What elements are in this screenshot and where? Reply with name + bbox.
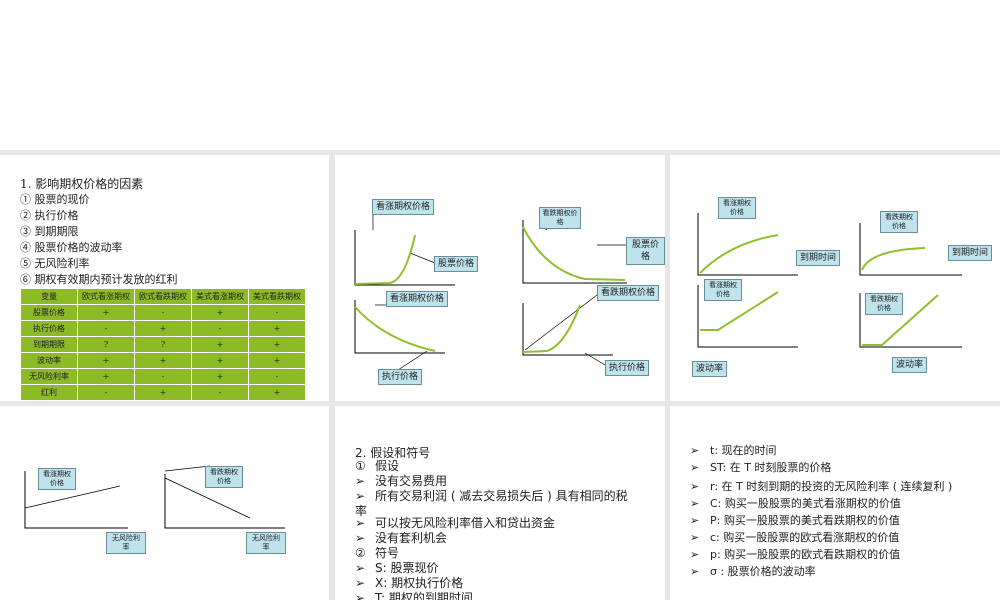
list-item: ➢r: 在 T 时刻到期的投资的无风险利率 ( 连续复利 ) xyxy=(690,480,953,493)
slide-thumbnail-3[interactable]: 看涨期权价格 到期时间 看跌期权价格 到期时间 看涨期权价格 波动率 看跌期权价… xyxy=(670,155,1000,401)
list-item: ➢S: 股票现价 xyxy=(355,561,439,575)
call-price-label: 看涨期权价格 xyxy=(386,291,449,307)
table-cell: 无风险利率 xyxy=(20,368,78,385)
table-cell: + xyxy=(77,352,135,369)
volatility-label: 波动率 xyxy=(892,357,928,373)
table-cell: + xyxy=(248,352,306,369)
list-item: ➢C: 购买一股股票的美式看涨期权的价值 xyxy=(690,497,901,510)
table-cell: - xyxy=(134,304,192,321)
table-header: 欧式看跌期权 xyxy=(134,288,192,305)
table-cell: 执行价格 xyxy=(20,320,78,337)
list-item: ➢σ : 股票价格的波动率 xyxy=(690,565,816,578)
risk-free-rate-label: 无风险利率 xyxy=(106,532,146,554)
list-item: ➢ST: 在 T 时刻股票的价格 xyxy=(690,461,832,474)
table-cell: - xyxy=(248,368,306,385)
put-price-label: 看跌期权价格 xyxy=(539,207,581,229)
table-cell: - xyxy=(248,304,306,321)
put-price-label: 看跌期权价格 xyxy=(597,285,660,301)
factor-item: ② 执行价格 xyxy=(20,209,79,222)
table-cell: + xyxy=(134,352,192,369)
table-cell: + xyxy=(191,336,249,353)
table-header: 美式看跌期权 xyxy=(248,288,306,305)
table-cell: 波动率 xyxy=(20,352,78,369)
time-to-expiry-label: 到期时间 xyxy=(948,245,993,261)
strike-price-label: 执行价格 xyxy=(378,369,423,385)
stock-price-label: 股票价格 xyxy=(626,237,665,265)
stock-price-label: 股票价格 xyxy=(434,256,479,272)
volatility-label: 波动率 xyxy=(692,361,728,377)
put-price-label: 看跌期权价格 xyxy=(880,211,918,233)
call-price-label: 看涨期权价格 xyxy=(704,279,742,301)
table-cell: + xyxy=(191,352,249,369)
table-header: 美式看涨期权 xyxy=(191,288,249,305)
table-cell: - xyxy=(191,320,249,337)
call-price-label: 看涨期权价格 xyxy=(718,197,756,219)
table-cell: - xyxy=(134,368,192,385)
table-cell: - xyxy=(77,320,135,337)
table-cell: + xyxy=(191,304,249,321)
table-header-row: 变量 欧式看涨期权 欧式看跌期权 美式看涨期权 美式看跌期权 xyxy=(20,288,306,305)
table-cell: + xyxy=(248,384,306,401)
list-item: ➢t: 现在的时间 xyxy=(690,444,777,457)
factor-item: ⑥ 期权有效期内预计发放的红利 xyxy=(20,273,178,286)
list-item: ➢P: 购买一股股票的美式看跌期权的价值 xyxy=(690,514,900,527)
factor-item: ① 股票的现价 xyxy=(20,193,90,206)
call-price-label: 看涨期权价格 xyxy=(372,199,435,215)
list-item: ➢T: 期权的到期时间 xyxy=(355,591,473,600)
time-to-expiry-label: 到期时间 xyxy=(796,250,841,266)
table-row: 无风险利率+-+- xyxy=(20,368,306,385)
table-row: 波动率++++ xyxy=(20,352,306,369)
slide-title: 1. 影响期权价格的因素 xyxy=(20,177,144,191)
list-item: ➢c: 购买一股股票的欧式看涨期权的价值 xyxy=(690,531,900,544)
list-item: ➢可以按无风险利率借入和贷出资金 xyxy=(355,516,556,530)
table-row: 股票价格+-+- xyxy=(20,304,306,321)
time-volatility-sketches xyxy=(697,213,962,348)
call-price-label: 看涨期权价格 xyxy=(38,468,76,490)
table-cell: + xyxy=(77,304,135,321)
factor-table: 变量 欧式看涨期权 欧式看跌期权 美式看涨期权 美式看跌期权 股票价格+-+- … xyxy=(20,288,306,401)
list-item: ➢所有交易利润 ( 减去交易损失后 ) 具有相同的税率 xyxy=(355,489,628,518)
table-cell: 到期期限 xyxy=(20,336,78,353)
list-item: ➢没有交易费用 xyxy=(355,474,448,488)
table-header: 欧式看涨期权 xyxy=(77,288,135,305)
strike-price-label: 执行价格 xyxy=(605,360,650,376)
table-row: 红利-+-+ xyxy=(20,384,306,401)
risk-free-rate-label: 无风险利率 xyxy=(246,532,286,554)
put-price-label: 看跌期权价格 xyxy=(205,466,243,488)
table-row: 执行价格-+-+ xyxy=(20,320,306,337)
table-cell: + xyxy=(77,368,135,385)
table-cell: - xyxy=(77,384,135,401)
factor-item: ⑤ 无风险利率 xyxy=(20,257,90,270)
list-item: ➢没有套利机会 xyxy=(355,531,448,545)
factor-item: ③ 到期期限 xyxy=(20,225,79,238)
option-price-sketches xyxy=(354,215,627,371)
table-cell: ? xyxy=(77,336,135,353)
slide-thumbnail-4[interactable]: 看涨期权价格 无风险利率 看跌期权价格 无风险利率 xyxy=(0,406,329,600)
slide-title: 2. 假设和符号 xyxy=(355,446,431,460)
slide-thumbnail-2[interactable]: 看涨期权价格 股票价格 看跌期权价格 股票价格 看涨期权价格 执行价格 看跌期权… xyxy=(335,155,665,401)
slide-thumbnail-1[interactable]: 1. 影响期权价格的因素 ① 股票的现价 ② 执行价格 ③ 到期期限 ④ 股票价… xyxy=(0,155,329,401)
table-cell: + xyxy=(134,384,192,401)
table-row: 到期期限??++ xyxy=(20,336,306,353)
top-blank-area xyxy=(0,0,1000,150)
table-cell: + xyxy=(248,336,306,353)
table-cell: 红利 xyxy=(20,384,78,401)
factor-list: ① 股票的现价 ② 执行价格 ③ 到期期限 ④ 股票价格的波动率 ⑤ 无风险利率… xyxy=(20,192,178,288)
interest-rate-sketches xyxy=(24,465,285,529)
table-cell: ? xyxy=(134,336,192,353)
table-cell: - xyxy=(191,384,249,401)
table-cell: + xyxy=(191,368,249,385)
table-header: 变量 xyxy=(20,288,78,305)
table-cell: + xyxy=(134,320,192,337)
put-price-label: 看跌期权价格 xyxy=(865,293,903,315)
slide-thumbnail-6[interactable]: ➢t: 现在的时间 ➢ST: 在 T 时刻股票的价格 ➢r: 在 T 时刻到期的… xyxy=(670,406,1000,600)
list-item: ➢p: 购买一股股票的欧式看跌期权的价值 xyxy=(690,548,901,561)
table-cell: + xyxy=(248,320,306,337)
list-item: ➢X: 期权执行价格 xyxy=(355,576,464,590)
factor-item: ④ 股票价格的波动率 xyxy=(20,241,123,254)
table-cell: 股票价格 xyxy=(20,304,78,321)
